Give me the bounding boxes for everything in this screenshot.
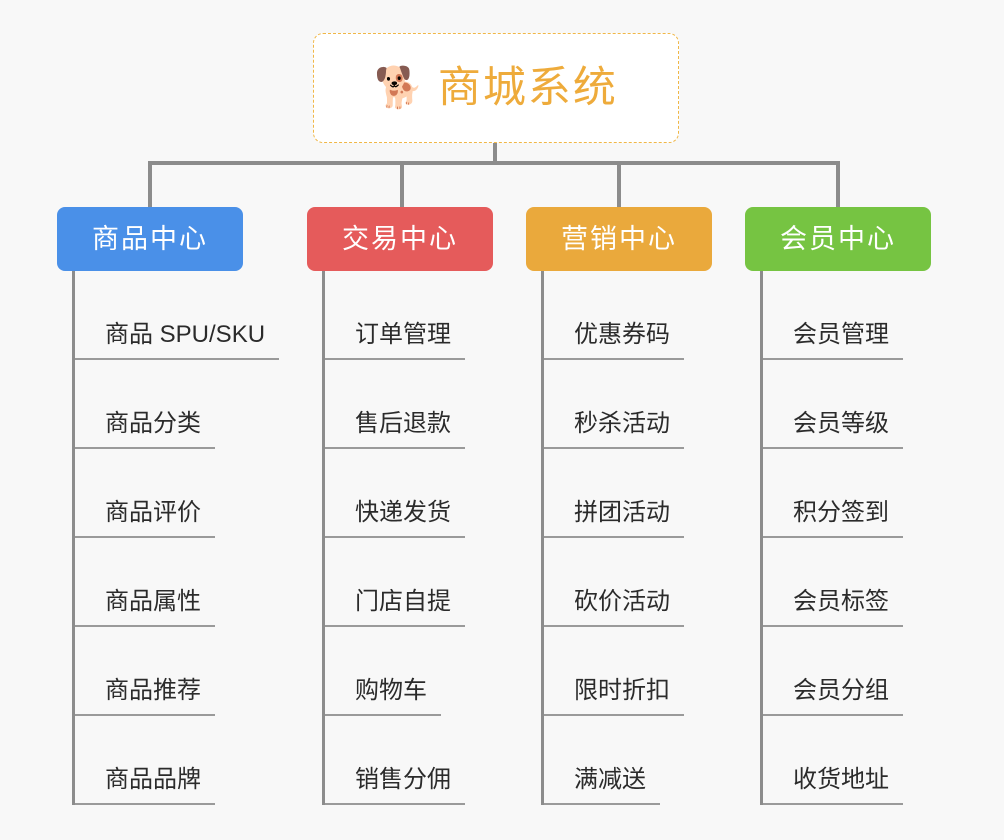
connector-drop-product-center — [148, 163, 152, 207]
connector-drop-member-center — [836, 163, 840, 207]
leaf-item-label: 商品 SPU/SKU — [75, 323, 280, 360]
column-marketing-center: 营销中心优惠券码秒杀活动拼团活动砍价活动限时折扣满减送 — [526, 207, 712, 805]
leaf-item-label: 会员等级 — [763, 412, 903, 449]
leaf-list-trade-center: 订单管理售后退款快递发货门店自提购物车销售分佣 — [322, 271, 622, 805]
category-box-product-center[interactable]: 商品中心 — [57, 207, 243, 271]
leaf-item-label: 订单管理 — [325, 323, 465, 360]
leaf-item-label: 会员管理 — [763, 323, 903, 360]
leaf-item[interactable]: 满减送 — [544, 716, 841, 805]
leaf-item-label: 商品分类 — [75, 412, 215, 449]
leaf-item[interactable]: 购物车 — [325, 627, 622, 716]
leaf-item[interactable]: 商品推荐 — [75, 627, 372, 716]
leaf-item[interactable]: 收货地址 — [763, 716, 1004, 805]
leaf-item[interactable]: 销售分佣 — [325, 716, 622, 805]
leaf-item[interactable]: 限时折扣 — [544, 627, 841, 716]
leaf-item-label: 满减送 — [544, 768, 660, 805]
column-member-center: 会员中心会员管理会员等级积分签到会员标签会员分组收货地址 — [745, 207, 931, 805]
leaf-item-label: 砍价活动 — [544, 590, 684, 627]
leaf-item-label: 收货地址 — [763, 768, 903, 805]
leaf-item-label: 售后退款 — [325, 412, 465, 449]
root-node-label: 商城系统 — [437, 63, 618, 112]
leaf-item-label: 限时折扣 — [544, 679, 684, 716]
category-box-marketing-center[interactable]: 营销中心 — [526, 207, 712, 271]
category-label: 商品中心 — [92, 223, 208, 254]
leaf-item-label: 积分签到 — [763, 501, 903, 538]
category-label: 会员中心 — [780, 223, 896, 254]
category-box-member-center[interactable]: 会员中心 — [745, 207, 931, 271]
leaf-item-label: 销售分佣 — [325, 768, 465, 805]
connector-drop-trade-center — [400, 163, 404, 207]
connector-root-stem — [493, 143, 497, 164]
connector-drop-marketing-center — [617, 163, 621, 207]
leaf-item-label: 商品品牌 — [75, 768, 215, 805]
connector-horizontal-bus — [148, 161, 840, 165]
leaf-item[interactable]: 商品评价 — [75, 449, 372, 538]
leaf-item[interactable]: 优惠券码 — [544, 271, 841, 360]
leaf-item-label: 购物车 — [325, 679, 441, 716]
leaf-item[interactable]: 商品属性 — [75, 538, 372, 627]
leaf-item-label: 优惠券码 — [544, 323, 684, 360]
leaf-item-label: 商品属性 — [75, 590, 215, 627]
leaf-item-label: 秒杀活动 — [544, 412, 684, 449]
leaf-item[interactable]: 商品品牌 — [75, 716, 372, 805]
leaf-item-label: 门店自提 — [325, 590, 465, 627]
category-box-trade-center[interactable]: 交易中心 — [307, 207, 493, 271]
leaf-item[interactable]: 会员分组 — [763, 627, 1004, 716]
root-node[interactable]: 🐕 商城系统 — [313, 33, 679, 143]
leaf-item[interactable]: 拼团活动 — [544, 449, 841, 538]
leaf-item-label: 拼团活动 — [544, 501, 684, 538]
column-product-center: 商品中心商品 SPU/SKU 商品分类商品评价商品属性商品推荐商品品牌 — [57, 207, 280, 805]
leaf-item[interactable]: 快递发货 — [325, 449, 622, 538]
leaf-item[interactable]: 秒杀活动 — [544, 360, 841, 449]
leaf-item[interactable]: 砍价活动 — [544, 538, 841, 627]
leaf-item-label: 会员分组 — [763, 679, 903, 716]
leaf-item[interactable]: 商品 SPU/SKU — [75, 271, 372, 360]
category-label: 营销中心 — [561, 223, 677, 254]
category-label: 交易中心 — [342, 223, 458, 254]
leaf-item[interactable]: 订单管理 — [325, 271, 622, 360]
leaf-list-member-center: 会员管理会员等级积分签到会员标签会员分组收货地址 — [760, 271, 1004, 805]
leaf-list-product-center: 商品 SPU/SKU 商品分类商品评价商品属性商品推荐商品品牌 — [72, 271, 372, 805]
leaf-item[interactable]: 商品分类 — [75, 360, 372, 449]
leaf-item-label: 商品评价 — [75, 501, 215, 538]
shiba-inu-face-icon: 🐕 — [374, 66, 424, 110]
leaf-item[interactable]: 会员管理 — [763, 271, 1004, 360]
leaf-item[interactable]: 积分签到 — [763, 449, 1004, 538]
leaf-item[interactable]: 售后退款 — [325, 360, 622, 449]
leaf-item-label: 会员标签 — [763, 590, 903, 627]
column-trade-center: 交易中心订单管理售后退款快递发货门店自提购物车销售分佣 — [307, 207, 493, 805]
leaf-item-label: 商品推荐 — [75, 679, 215, 716]
leaf-item[interactable]: 会员等级 — [763, 360, 1004, 449]
leaf-item-label: 快递发货 — [325, 501, 465, 538]
leaf-item[interactable]: 会员标签 — [763, 538, 1004, 627]
leaf-item[interactable]: 门店自提 — [325, 538, 622, 627]
leaf-list-marketing-center: 优惠券码秒杀活动拼团活动砍价活动限时折扣满减送 — [541, 271, 841, 805]
